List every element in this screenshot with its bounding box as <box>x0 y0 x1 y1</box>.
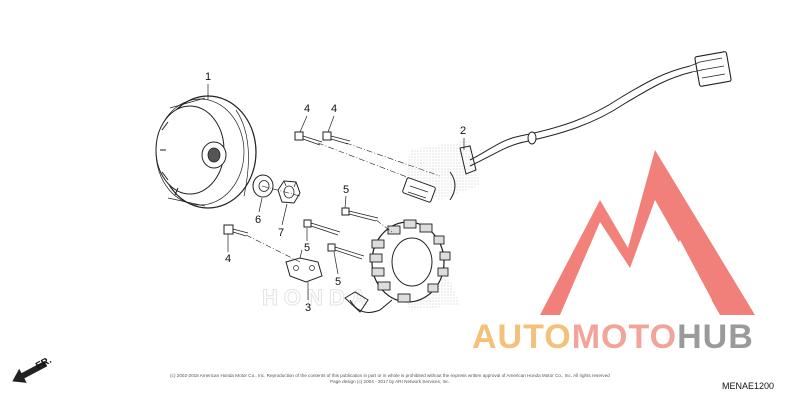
harness-connector <box>689 51 732 87</box>
automotohub-logo <box>540 150 755 315</box>
alignment-lines <box>245 142 441 263</box>
diagram-code: MENAE1200 <box>722 381 774 391</box>
svg-text:7: 7 <box>278 227 284 239</box>
callout-5c: 5 <box>333 251 341 288</box>
copyright-line-2: Page design (c) 2004 - 2017 by ARI Netwo… <box>330 379 450 384</box>
svg-text:5: 5 <box>343 184 349 196</box>
bolts-part-4 <box>223 131 351 237</box>
arrow-left-icon <box>12 360 48 383</box>
svg-text:1: 1 <box>205 71 211 83</box>
svg-text:AUTOMOTOHUB: AUTOMOTOHUB <box>472 318 754 356</box>
copyright-line-1: (c) 2002-2018 American Honda Motor Co., … <box>170 373 610 378</box>
wordmark-auto: AUTO <box>472 318 572 356</box>
callout-6: 6 <box>255 197 263 226</box>
background-honda-mark: HONDA <box>262 285 373 310</box>
wordmark-hub: HUB <box>677 318 754 356</box>
svg-text:3: 3 <box>305 302 311 314</box>
svg-text:6: 6 <box>255 214 261 226</box>
callout-1: 1 <box>205 71 211 100</box>
wordmark-moto: MOTO <box>572 318 677 356</box>
flange-nut <box>277 180 301 204</box>
svg-text:2: 2 <box>460 125 466 137</box>
callout-3: 3 <box>305 282 311 314</box>
stator-harness <box>449 51 732 201</box>
svg-text:4: 4 <box>304 103 310 115</box>
callout-4c: 4 <box>225 234 231 265</box>
svg-text:5: 5 <box>335 276 341 288</box>
front-direction-label: FR. <box>34 355 54 372</box>
svg-text:4: 4 <box>331 103 337 115</box>
harness-clip <box>402 177 436 203</box>
callout-4b: 4 <box>327 103 337 133</box>
callout-7: 7 <box>278 203 288 239</box>
front-direction-arrow <box>12 360 48 383</box>
logo-triangle-mark <box>540 150 755 315</box>
callout-5a: 5 <box>343 184 349 209</box>
flywheel-rotor <box>155 95 257 209</box>
automotohub-wordmark: AUTOMOTOHUB <box>472 318 754 356</box>
svg-text:5: 5 <box>304 242 310 254</box>
pickup-bracket <box>285 249 323 283</box>
svg-text:4: 4 <box>225 253 231 265</box>
stator-coil <box>344 219 451 313</box>
bolts-part-5 <box>303 207 379 260</box>
callout-5b: 5 <box>304 228 310 254</box>
callout-2: 2 <box>460 125 466 150</box>
callout-4a: 4 <box>299 103 310 133</box>
